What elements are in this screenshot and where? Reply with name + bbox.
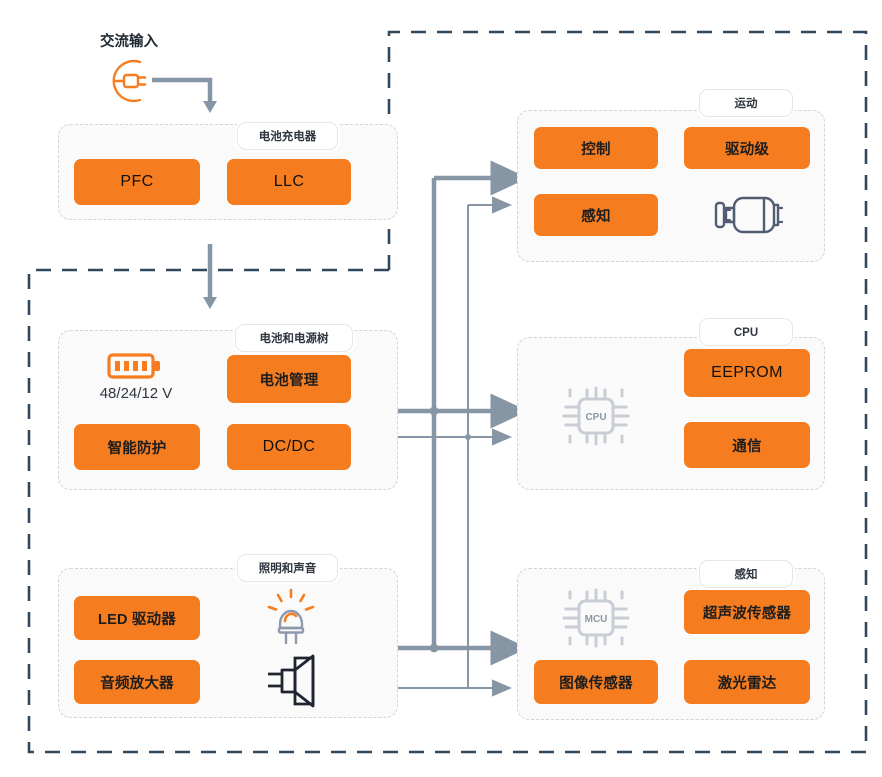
bus-secondary [372, 196, 512, 697]
mcu-chip-icon: MCU [558, 580, 634, 656]
cpu-chip-label: CPU [585, 412, 606, 423]
block-communication[interactable]: 通信 [684, 422, 810, 468]
led-lamp-icon [258, 588, 324, 644]
wire-charger-to-battery [203, 244, 217, 309]
block-llc[interactable]: LLC [227, 159, 351, 205]
block-ultrasonic-sensor[interactable]: 超声波传感器 [684, 590, 810, 634]
block-audio-amplifier[interactable]: 音频放大器 [74, 660, 200, 704]
ac-plug-icon [104, 54, 160, 106]
panel-label-motion: 运动 [699, 89, 793, 117]
battery-icon [105, 351, 167, 381]
block-motion-sensing[interactable]: 感知 [534, 194, 658, 236]
block-lidar[interactable]: 激光雷达 [684, 660, 810, 704]
panel-label-battery-charger: 电池充电器 [237, 122, 338, 150]
motor-icon [706, 186, 790, 244]
block-eeprom[interactable]: EEPROM [684, 349, 810, 397]
wire-ac-to-charger [152, 77, 217, 113]
bus-junctions [429, 406, 471, 653]
block-dcdc[interactable]: DC/DC [227, 424, 351, 470]
block-smart-protection[interactable]: 智能防护 [74, 424, 200, 470]
panel-label-battery-power-tree: 电池和电源树 [235, 324, 353, 352]
mcu-chip-label: MCU [585, 614, 608, 625]
ac-input-title: 交流输入 [100, 34, 158, 50]
speaker-icon [258, 652, 328, 710]
panel-label-sensing: 感知 [699, 560, 793, 588]
bus-main [358, 160, 529, 666]
block-control[interactable]: 控制 [534, 127, 658, 169]
cpu-chip-icon: CPU [558, 378, 634, 454]
block-drive-stage[interactable]: 驱动级 [684, 127, 810, 169]
block-battery-management[interactable]: 电池管理 [227, 355, 351, 403]
battery-voltage-caption: 48/24/12 V [99, 385, 173, 402]
block-image-sensor[interactable]: 图像传感器 [534, 660, 658, 704]
panel-label-cpu: CPU [699, 318, 793, 346]
panel-label-lighting-sound: 照明和声音 [237, 554, 338, 582]
block-pfc[interactable]: PFC [74, 159, 200, 205]
block-led-driver[interactable]: LED 驱动器 [74, 596, 200, 640]
